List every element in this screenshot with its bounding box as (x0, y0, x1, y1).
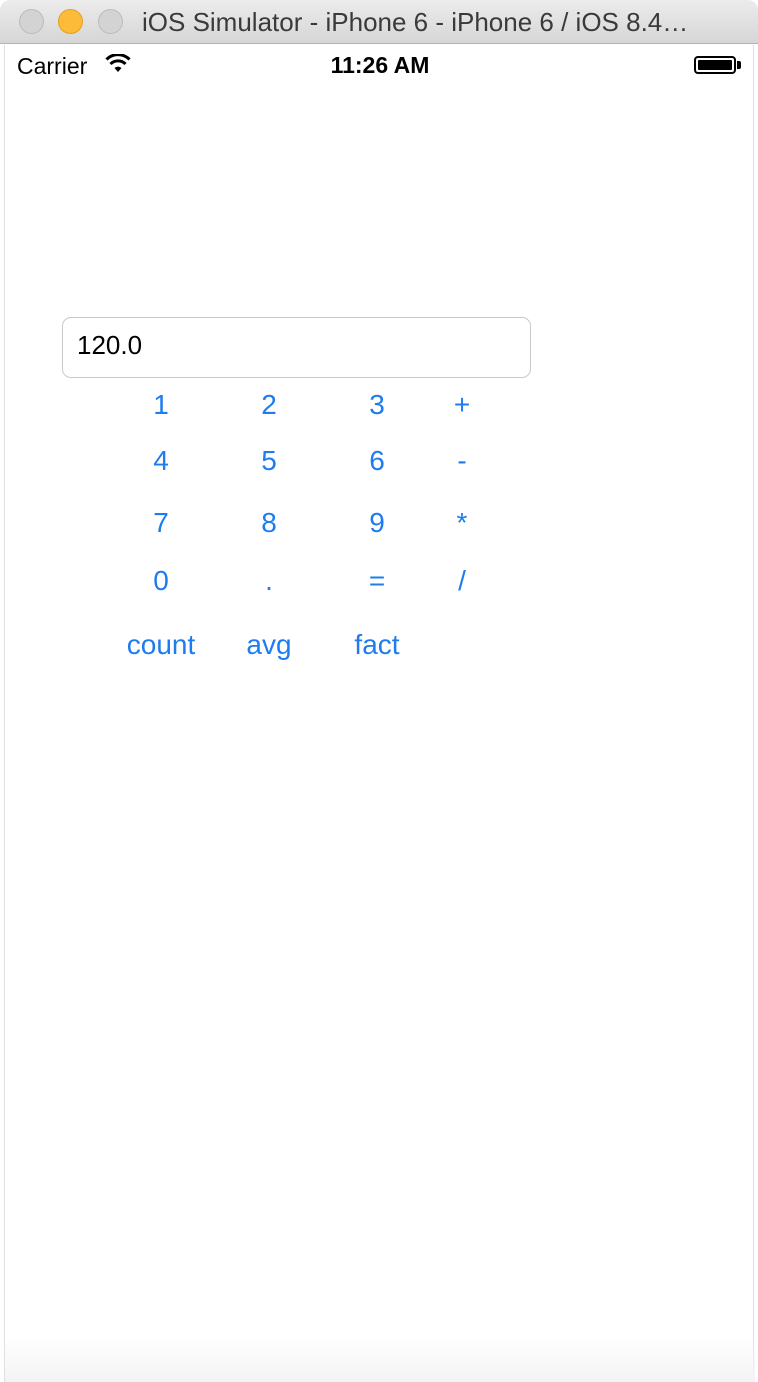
status-bar: Carrier 11:26 AM (5, 45, 755, 85)
window-titlebar: iOS Simulator - iPhone 6 - iPhone 6 / iO… (0, 0, 758, 44)
plus-button[interactable]: + (453, 389, 471, 420)
calculator-display-field[interactable]: 120.0 (62, 317, 531, 378)
minimize-window-button[interactable] (58, 9, 83, 34)
window-title: iOS Simulator - iPhone 6 - iPhone 6 / iO… (142, 7, 689, 37)
close-window-button[interactable] (19, 9, 44, 34)
divide-button[interactable]: / (458, 565, 466, 596)
carrier-label: Carrier (17, 53, 88, 79)
key-8-button[interactable]: 8 (261, 507, 277, 538)
key-5-button[interactable]: 5 (261, 445, 277, 476)
key-6-button[interactable]: 6 (369, 445, 385, 476)
simulator-screen: Carrier 11:26 AM 120.0 1 2 3 + 4 5 6 - 7… (4, 45, 755, 1382)
equals-button[interactable]: = (368, 565, 386, 596)
key-9-button[interactable]: 9 (369, 507, 385, 538)
bottom-edge (5, 1337, 755, 1382)
fact-button[interactable]: fact (354, 629, 400, 660)
count-button[interactable]: count (126, 629, 196, 660)
battery-icon (694, 56, 736, 74)
key-7-button[interactable]: 7 (153, 507, 169, 538)
key-2-button[interactable]: 2 (261, 389, 277, 420)
avg-button[interactable]: avg (246, 629, 292, 660)
status-time: 11:26 AM (330, 52, 430, 78)
key-4-button[interactable]: 4 (153, 445, 169, 476)
multiply-button[interactable]: * (456, 507, 468, 538)
zoom-window-button[interactable] (98, 9, 123, 34)
key-1-button[interactable]: 1 (153, 389, 169, 420)
wifi-icon (105, 54, 131, 72)
key-3-button[interactable]: 3 (369, 389, 385, 420)
battery-tip (737, 61, 741, 69)
key-0-button[interactable]: 0 (153, 565, 169, 596)
minus-button[interactable]: - (457, 445, 467, 476)
decimal-point-button[interactable]: . (265, 565, 273, 596)
